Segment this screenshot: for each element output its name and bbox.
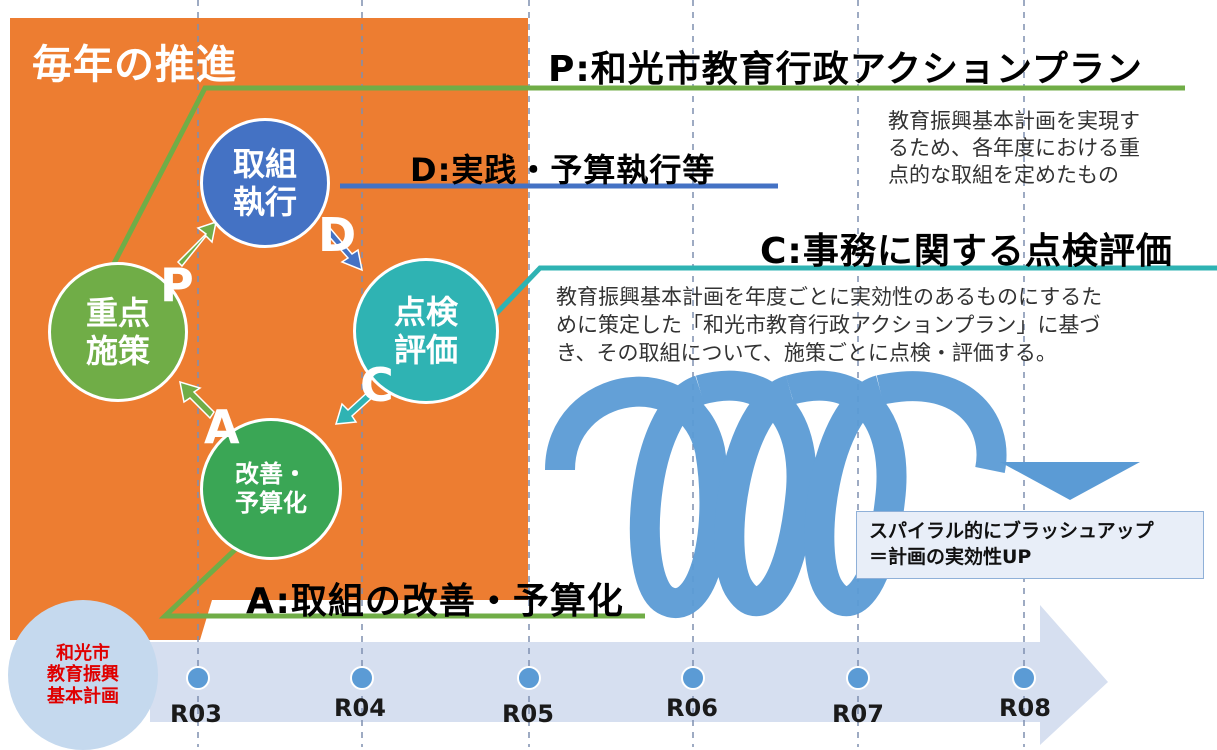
act-circle: 改善・ 予算化 — [200, 418, 342, 560]
d-title: D:実践・予算執行等 — [410, 151, 716, 189]
year-dot-r04 — [350, 666, 374, 690]
year-guides — [197, 0, 1025, 747]
year-label-r03: R03 — [170, 700, 222, 728]
c-title: C:事務に関する点検評価 — [760, 231, 1173, 272]
check-circle: 点検 評価 — [353, 258, 499, 404]
plan-circle-label: 重点 施策 — [85, 293, 150, 370]
p-title: P:和光市教育行政アクションプラン — [548, 49, 1143, 90]
arrow-a-to-p — [179, 380, 215, 420]
a-title: A:取組の改善・予算化 — [246, 581, 624, 622]
year-label-r08: R08 — [999, 694, 1051, 722]
plan-circle: 重点 施策 — [48, 262, 188, 402]
c-connector-line — [490, 265, 1217, 320]
check-circle-label: 点検 評価 — [393, 292, 458, 369]
year-dot-r07 — [846, 666, 870, 690]
year-label-r07: R07 — [832, 700, 884, 728]
spiral-caption-box: スパイラル的にブラッシュアップ ＝計画の実効性UP — [856, 511, 1204, 579]
orange-panel — [10, 18, 528, 640]
arrow-d-to-c — [323, 226, 364, 272]
do-circle: 取組 執行 — [200, 118, 330, 248]
act-circle-label: 改善・ 予算化 — [235, 460, 307, 517]
arrow-c-to-a — [334, 388, 375, 425]
year-dot-r03 — [186, 666, 210, 690]
year-dot-r05 — [517, 666, 541, 690]
year-dot-r06 — [681, 666, 705, 690]
year-label-r06: R06 — [666, 694, 718, 722]
do-circle-label: 取組 執行 — [232, 144, 297, 221]
base-plan-circle: 和光市 教育振興 基本計画 — [8, 600, 158, 750]
p-connector-line — [92, 85, 1185, 302]
year-dot-r08 — [1012, 666, 1036, 690]
spiral-caption: スパイラル的にブラッシュアップ ＝計画の実効性UP — [869, 520, 1154, 568]
letter-a: A — [204, 400, 240, 454]
letter-p: P — [160, 258, 194, 312]
annual-title: 毎年の推進 — [32, 42, 237, 88]
p-description: 教育振興基本計画を実現す るため、各年度における重 点的な取組を定めたもの — [888, 109, 1140, 187]
spiral-graphic — [545, 370, 1007, 618]
c-description: 教育振興基本計画を年度ごとに実効性のあるものにするた めに策定した「和光市教育行… — [556, 285, 1103, 365]
base-plan-label: 和光市 教育振興 基本計画 — [47, 642, 119, 707]
spiral-arrow-head — [1000, 462, 1140, 500]
year-label-r05: R05 — [502, 700, 554, 728]
year-label-r04: R04 — [334, 694, 386, 722]
timeline-band — [150, 605, 1108, 745]
letter-c: C — [360, 358, 394, 412]
a-connector-line — [158, 543, 645, 619]
arrow-p-to-d — [176, 220, 217, 268]
letter-d: D — [318, 208, 357, 262]
